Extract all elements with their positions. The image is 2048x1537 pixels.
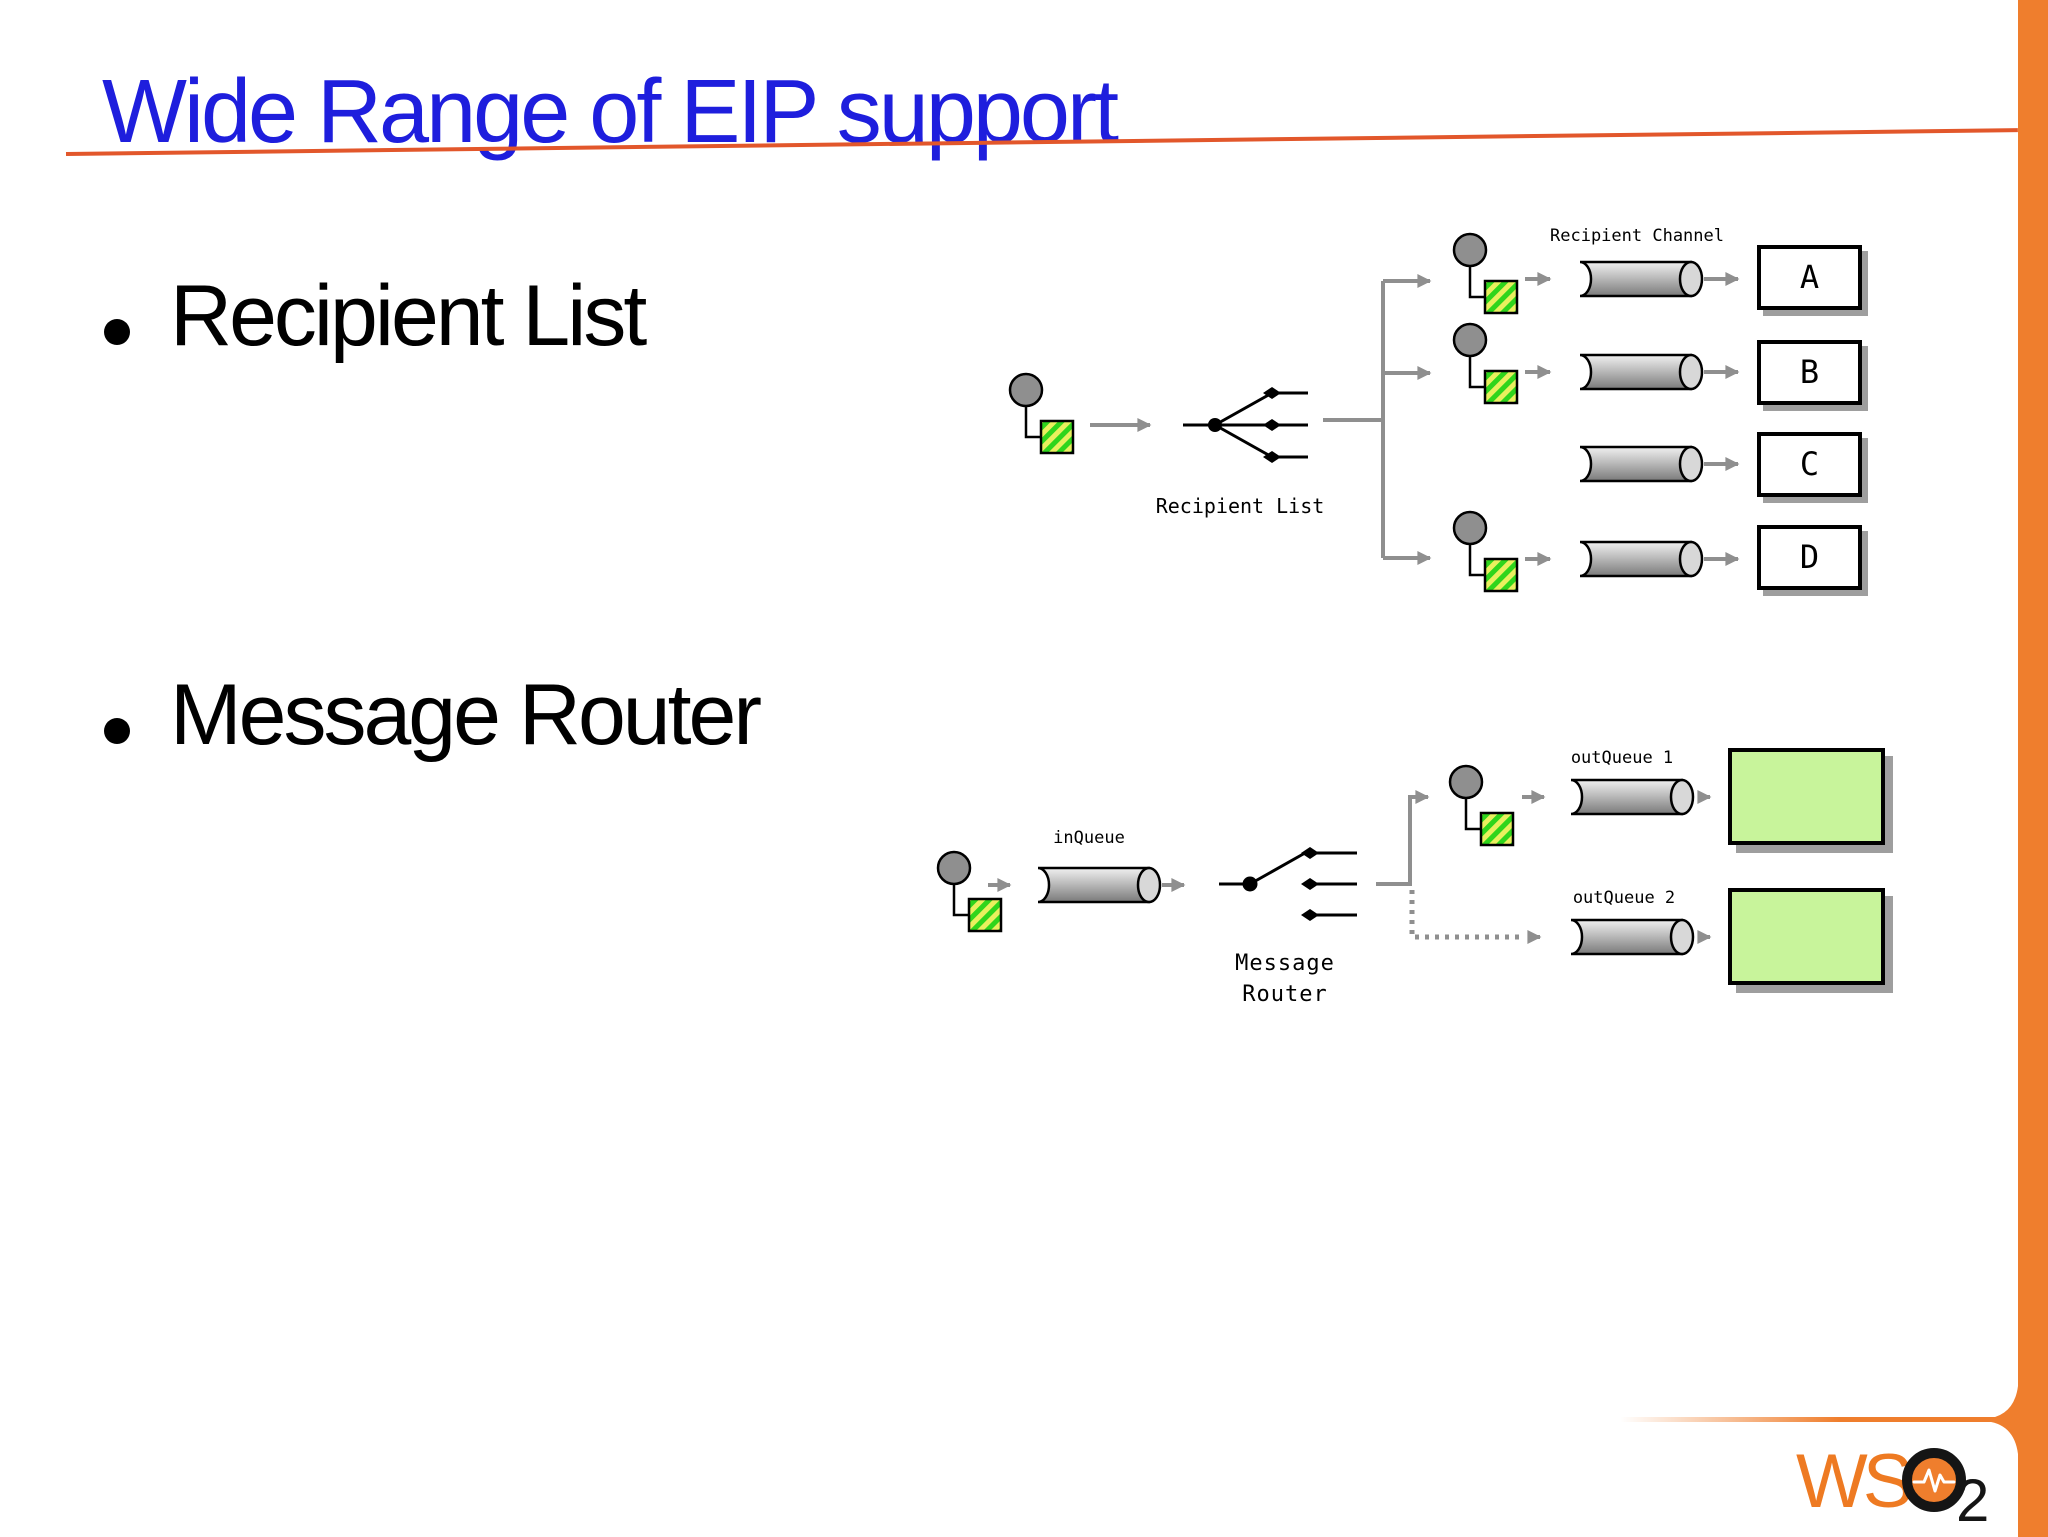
recipient-list-icon: [1183, 387, 1308, 463]
channel-pipe-icon: [1578, 540, 1704, 578]
channel-pipe-icon: [1578, 260, 1704, 298]
channel-pipe-icon: [1578, 353, 1704, 391]
outqueue1-label: outQueue 1: [1570, 748, 1674, 768]
channel-pipe-icon: [1569, 918, 1695, 956]
recipient-box-c: C: [1757, 432, 1862, 497]
message-endpoint-icon: [1452, 510, 1519, 593]
label-line: Message: [1235, 951, 1335, 976]
recipient-letter: B: [1799, 353, 1820, 391]
inqueue-label: inQueue: [1053, 828, 1125, 848]
recipient-box-b: B: [1757, 340, 1862, 405]
logo-ws-text: WS: [1796, 1439, 1913, 1524]
recipient-box-a: A: [1757, 245, 1862, 310]
destination-box-1: [1728, 748, 1885, 845]
channel-pipe-icon: [1578, 445, 1704, 483]
bullet-recipient-list: Recipient List: [170, 267, 647, 366]
bullet-label: Message Router: [170, 667, 762, 763]
message-router-processor-box: [1202, 831, 1376, 933]
message-endpoint-icon: [1008, 372, 1075, 455]
message-endpoint-icon: [1452, 322, 1519, 405]
wso2-logo: WS 2: [1796, 1438, 2016, 1534]
message-router-diagram: [936, 764, 1712, 956]
recipient-letter: C: [1799, 445, 1820, 483]
flourish-line: [1620, 1417, 2018, 1422]
recipient-list-processor-box: [1165, 372, 1323, 470]
bullet-label: Recipient List: [170, 268, 647, 364]
recipient-channel-label: Recipient Channel: [1550, 226, 1724, 246]
label-line: Router: [1242, 982, 1328, 1007]
right-edge-bar: [2018, 0, 2048, 1537]
message-endpoint-icon: [936, 850, 1003, 933]
bullet-dot: [104, 718, 130, 744]
bullet-dot: [104, 319, 130, 345]
message-router-processor-label: Message Router: [1160, 948, 1410, 1010]
destination-box-2: [1728, 888, 1885, 985]
message-router-icon: [1219, 847, 1357, 921]
recipient-letter: D: [1799, 538, 1820, 576]
outqueue2-label: outQueue 2: [1572, 888, 1676, 908]
message-endpoint-icon: [1448, 764, 1515, 847]
bullet-message-router: Message Router: [170, 666, 762, 765]
logo-pulse-ring-icon: [1902, 1448, 1966, 1512]
channel-pipe-icon: [1569, 778, 1695, 816]
flourish-joint: [1984, 1382, 2018, 1458]
logo-subscript-2: 2: [1956, 1467, 1990, 1534]
recipient-letter: A: [1799, 258, 1820, 296]
recipient-box-d: D: [1757, 525, 1862, 590]
channel-pipe-icon: [1036, 866, 1162, 904]
recipient-list-diagram: [1008, 232, 1740, 593]
recipient-list-processor-label: Recipient List: [1155, 494, 1325, 518]
